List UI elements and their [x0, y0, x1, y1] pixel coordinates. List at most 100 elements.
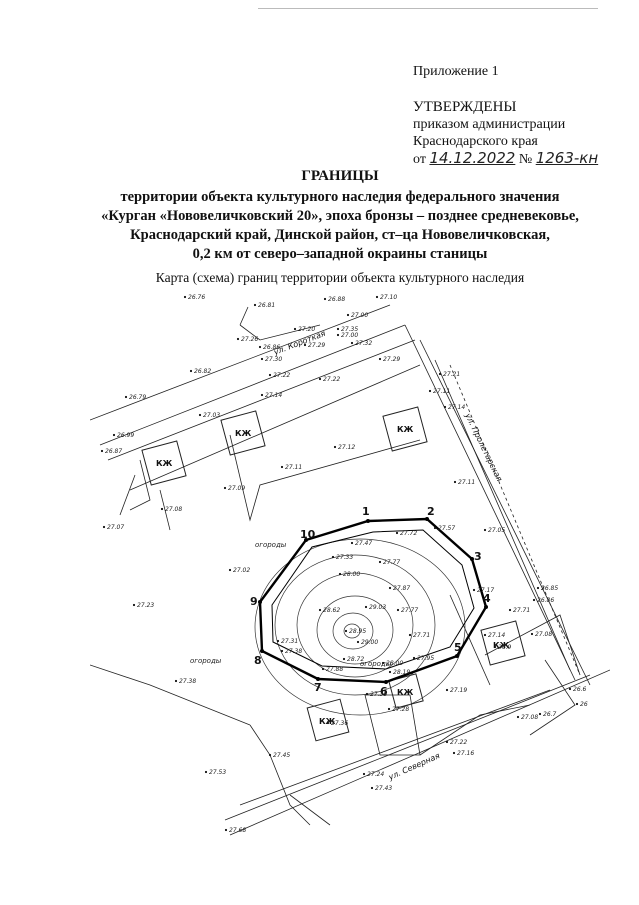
- elevation-dot: [433, 526, 437, 530]
- garden-label: огороды: [190, 657, 222, 665]
- street-severnaya: ул. Северная: [386, 751, 441, 782]
- elevation-label: 27.24: [367, 771, 384, 778]
- elevation-dot: [236, 337, 240, 341]
- elevation-dot: [326, 721, 330, 725]
- elevation-dot: [356, 640, 360, 644]
- handwritten-date: 14.12.2022: [429, 149, 516, 167]
- elevation-dot: [350, 341, 354, 345]
- elevation-dot: [532, 598, 536, 602]
- elevation-dot: [362, 772, 366, 776]
- elevation-dot: [342, 657, 346, 661]
- elevation-dot: [344, 629, 348, 633]
- elevation-dot: [453, 480, 457, 484]
- title-line-4: 0,2 км от северо–западной окраины станиц…: [192, 246, 488, 262]
- elevation-dot: [260, 357, 264, 361]
- elevation-label: 27.68: [229, 827, 246, 834]
- building-labels: КЖ КЖ КЖ КЖ КЖ КЖ: [156, 425, 510, 726]
- title-heading: ГРАНИЦЫ: [301, 168, 379, 184]
- boundary-point-5: 5: [454, 641, 462, 654]
- elevation-label: 27.11: [285, 464, 302, 471]
- elevation-dot: [258, 345, 262, 349]
- elevation-label: 27.32: [355, 340, 372, 347]
- elevation-dot: [388, 670, 392, 674]
- elevation-label: 27.77: [401, 607, 418, 614]
- buildings: [141, 406, 526, 742]
- elevation-dot: [276, 639, 280, 643]
- elevation-label: 27.38: [179, 678, 196, 685]
- elevation-label: 27.09: [228, 485, 245, 492]
- elevation-dot: [412, 656, 416, 660]
- elevation-dot: [321, 667, 325, 671]
- elevation-dot: [268, 373, 272, 377]
- elevation-label: 26.76: [188, 294, 205, 301]
- elevation-label: 27.88: [326, 666, 343, 673]
- elevation-label: 27.14: [448, 404, 465, 411]
- elevation-label: 26.86: [263, 344, 280, 351]
- elevation-label: 27.08: [521, 714, 538, 721]
- top-rule: [258, 8, 598, 9]
- elevation-label: 27.47: [355, 540, 372, 547]
- boundary-point-2: 2: [427, 505, 435, 518]
- elevation-dot: [364, 605, 368, 609]
- elevation-dot: [336, 327, 340, 331]
- elevation-dot: [493, 645, 497, 649]
- elevation-dot: [260, 393, 264, 397]
- elevation-label: 26.86: [537, 597, 554, 604]
- elevation-label: 27.14: [488, 632, 505, 639]
- elevation-dot: [204, 770, 208, 774]
- elevation-dot: [102, 525, 106, 529]
- elevation-label: 27.19: [450, 687, 467, 694]
- elevation-dot: [346, 313, 350, 317]
- elevation-dot: [338, 572, 342, 576]
- elevation-label: 27.22: [450, 739, 467, 746]
- elevation-label: 27.43: [375, 785, 392, 792]
- elevation-label: 27.00: [341, 332, 358, 339]
- elevation-label: 27.21: [443, 371, 460, 378]
- elevation-dot: [350, 541, 354, 545]
- elevation-label: 27.71: [413, 632, 430, 639]
- elevation-dot: [224, 828, 228, 832]
- elevation-dot: [280, 465, 284, 469]
- elevation-dot: [370, 786, 374, 790]
- elevation-dot: [568, 687, 572, 691]
- elevation-label: 26.7: [543, 711, 557, 718]
- boundary-point-1: 1: [362, 505, 370, 518]
- elevation-label: 27.08: [535, 631, 552, 638]
- elevation-dot: [381, 661, 385, 665]
- elevation-dot: [516, 715, 520, 719]
- elevation-dot: [280, 649, 284, 653]
- elevation-dot: [253, 303, 257, 307]
- elevation-dot: [223, 486, 227, 490]
- elevation-dot: [336, 333, 340, 337]
- boundary-point-labels: 1 2 3 4 5 6 7 8 9 10: [250, 505, 491, 698]
- elevation-label: 28.00: [386, 660, 403, 667]
- elevation-label: 28.72: [347, 656, 364, 663]
- elevation-label: 27.95: [417, 655, 434, 662]
- elevation-dot: [443, 405, 447, 409]
- elevation-label: 27.30: [265, 356, 282, 363]
- elevation-dot: [395, 531, 399, 535]
- title-line-1: территории объекта культурного наследия …: [120, 189, 560, 205]
- elevation-dot: [536, 586, 540, 590]
- garden-labels: огороды огороды огороды: [190, 541, 392, 668]
- garden-label: огороды: [255, 541, 287, 549]
- elevation-dot: [132, 603, 136, 607]
- elevation-label: 27.29: [308, 342, 325, 349]
- boundary-point-8: 8: [254, 654, 262, 667]
- elevation-dot: [428, 389, 432, 393]
- elevation-dot: [508, 608, 512, 612]
- building-label: КЖ: [319, 717, 336, 726]
- elevation-label: 27.35: [370, 691, 387, 698]
- elevation-dot: [124, 395, 128, 399]
- elevation-dot: [318, 608, 322, 612]
- elevation-label: 27.72: [400, 530, 417, 537]
- elevation-dot: [174, 679, 178, 683]
- elevation-label: 26.6: [573, 686, 587, 693]
- elevation-label: 26.81: [258, 302, 275, 309]
- elevation-label: 27.53: [209, 769, 226, 776]
- elevation-dot: [408, 633, 412, 637]
- elevation-label: 27.14: [265, 392, 282, 399]
- elevation-dot: [228, 568, 232, 572]
- elevation-dot: [333, 445, 337, 449]
